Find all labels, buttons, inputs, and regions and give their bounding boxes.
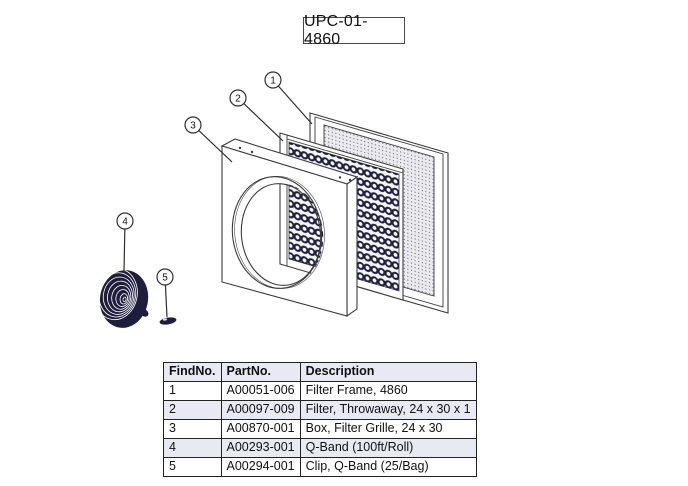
screw-hole-dots: [238, 146, 352, 182]
drawing-title-text: UPC-01-4860: [304, 12, 368, 48]
cell-find-no: 3: [163, 419, 222, 439]
cell-description: Filter Frame, 4860: [299, 381, 477, 401]
cell-find-no: 5: [163, 457, 222, 477]
callout-4: 4: [116, 212, 134, 230]
callout-5: 5: [156, 268, 174, 286]
header-part-no: PartNo.: [220, 362, 301, 382]
cell-part-no: A00097-009: [220, 400, 301, 420]
callout-2-label: 2: [235, 94, 241, 105]
q-band-roll-part: [94, 268, 149, 328]
callout-1: 1: [264, 71, 282, 89]
callout-1-label: 1: [270, 76, 276, 87]
q-band-clip-part: [159, 317, 177, 325]
header-find-no: FindNo.: [163, 362, 222, 382]
cell-description: Q-Band (100ft/Roll): [299, 438, 477, 458]
table-row: 5 A00294-001 Clip, Q-Band (25/Bag): [163, 457, 477, 477]
cell-part-no: A00870-001: [220, 419, 301, 439]
cell-find-no: 2: [163, 400, 222, 420]
header-description: Description: [299, 362, 477, 382]
callout-5-label: 5: [162, 273, 168, 284]
cell-description: Box, Filter Grille, 24 x 30: [299, 419, 477, 439]
cell-find-no: 1: [163, 381, 222, 401]
table-row: 4 A00293-001 Q-Band (100ft/Roll): [163, 438, 477, 458]
parts-table: FindNo. PartNo. Description 1 A00051-006…: [163, 362, 477, 477]
parts-table-header-row: FindNo. PartNo. Description: [163, 362, 477, 382]
cell-part-no: A00293-001: [220, 438, 301, 458]
callout-3-label: 3: [190, 121, 196, 132]
cell-find-no: 4: [163, 438, 222, 458]
callout-3: 3: [184, 116, 202, 134]
drawing-title: UPC-01-4860: [303, 13, 405, 48]
cell-description: Clip, Q-Band (25/Bag): [299, 457, 477, 477]
table-row: 3 A00870-001 Box, Filter Grille, 24 x 30: [163, 419, 477, 439]
cell-description: Filter, Throwaway, 24 x 30 x 1: [299, 400, 477, 420]
callout-4-label: 4: [122, 217, 128, 228]
cell-part-no: A00294-001: [220, 457, 301, 477]
table-row: 2 A00097-009 Filter, Throwaway, 24 x 30 …: [163, 400, 477, 420]
grille-box-part: [220, 138, 359, 318]
table-row: 1 A00051-006 Filter Frame, 4860: [163, 381, 477, 401]
cell-part-no: A00051-006: [220, 381, 301, 401]
callout-2: 2: [229, 89, 247, 107]
